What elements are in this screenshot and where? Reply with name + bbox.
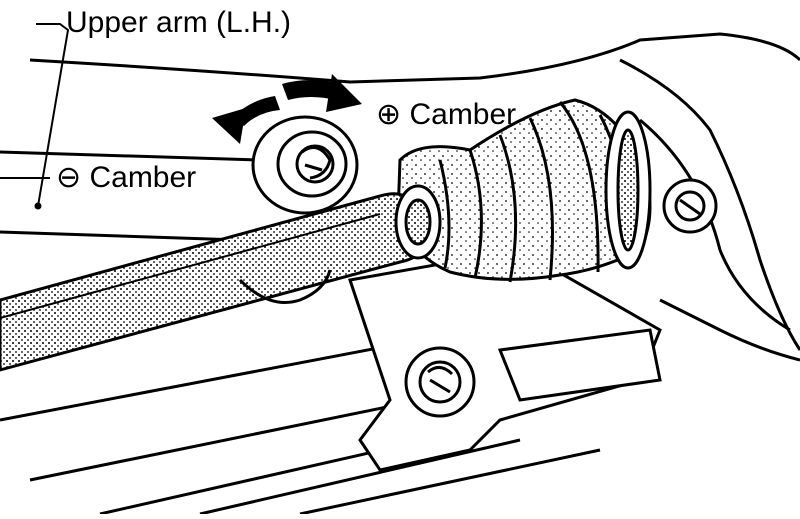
- right-bolt: [662, 178, 718, 234]
- adjusting-rod: [0, 184, 442, 372]
- bracket-plate: [348, 248, 662, 472]
- cam-washer: [238, 269, 332, 304]
- lower-bolt: [404, 346, 476, 418]
- upper-arm-label: Upper arm (L.H.): [66, 6, 292, 39]
- rubber-boot: [396, 98, 652, 283]
- upper-arm-frame: [0, 32, 800, 362]
- cam-bolt: [251, 115, 359, 215]
- leader-lines: [0, 23, 70, 210]
- curved-arrow-left-icon: [212, 96, 280, 144]
- positive-camber-label: ⊕ Camber: [376, 98, 517, 131]
- curved-arrow-right-icon: [282, 74, 362, 112]
- negative-camber-label: ⊖ Camber: [56, 161, 197, 194]
